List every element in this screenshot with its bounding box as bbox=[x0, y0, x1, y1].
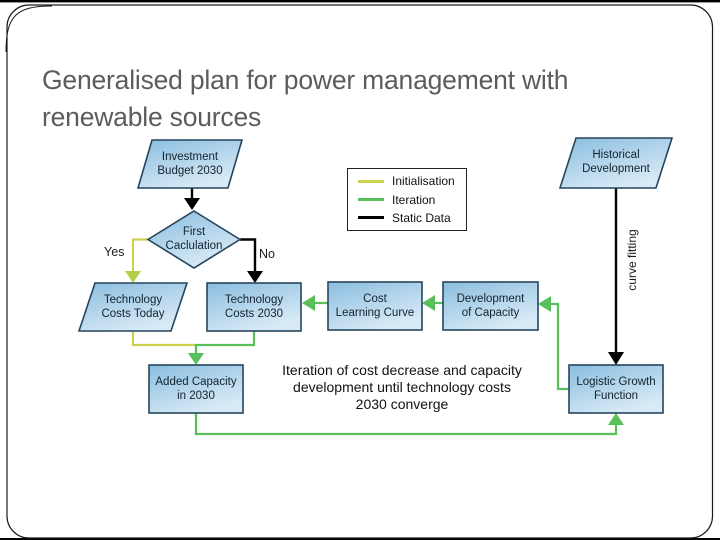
legend: Initialisation Iteration Static Data bbox=[347, 168, 467, 231]
static-data-arrowheads bbox=[184, 198, 624, 365]
slide-title-line1: Generalised plan for power management wi… bbox=[42, 65, 569, 95]
cost-learning-curve-label: Cost Learning Curve bbox=[335, 293, 415, 319]
iteration-annotation: Iteration of cost decrease and capacity … bbox=[282, 362, 522, 412]
legend-label: Initialisation bbox=[392, 174, 455, 189]
legend-item-static-data: Static Data bbox=[348, 211, 466, 225]
static-data-connectors bbox=[190, 188, 618, 353]
static-data-line-icon bbox=[358, 216, 384, 220]
historical-development-label: Historical Development bbox=[582, 149, 650, 175]
slide-title: Generalised plan for power management wi… bbox=[42, 62, 682, 136]
development-capacity-shape bbox=[442, 281, 539, 331]
added-capacity-shape bbox=[148, 364, 244, 414]
first-calculation-shape bbox=[146, 210, 242, 269]
no-edge-label: No bbox=[259, 247, 275, 261]
legend-label: Iteration bbox=[392, 192, 436, 207]
iteration-line-icon bbox=[358, 198, 384, 201]
cost-learning-curve-shape bbox=[327, 281, 423, 331]
tech-costs-2030-shape bbox=[206, 282, 302, 332]
initialisation-arrowhead bbox=[125, 271, 141, 283]
first-calculation-label: First Caclulation bbox=[165, 226, 223, 252]
initialisation-connectors bbox=[131, 238, 196, 347]
investment-budget-label: Investment Budget 2030 bbox=[157, 151, 223, 177]
curve-fitting-label: curve fitting bbox=[625, 229, 639, 291]
initialisation-line-icon bbox=[358, 179, 384, 183]
legend-item-initialisation: Initialisation bbox=[348, 174, 466, 188]
slide-title-line2: renewable sources bbox=[42, 102, 262, 132]
legend-label: Static Data bbox=[392, 210, 451, 225]
legend-item-iteration: Iteration bbox=[348, 193, 466, 207]
historical-development-shape bbox=[558, 137, 674, 189]
flowchart-nodes bbox=[77, 137, 674, 414]
tech-costs-today-label: Technology Costs Today bbox=[101, 294, 165, 320]
development-capacity-label: Development of Capacity bbox=[456, 293, 525, 319]
yes-edge-label: Yes bbox=[104, 245, 125, 259]
logistic-growth-shape bbox=[568, 364, 664, 414]
added-capacity-label: Added Capacity in 2030 bbox=[155, 376, 237, 402]
iteration-arrowheads bbox=[188, 295, 624, 425]
iteration-connectors bbox=[194, 301, 618, 436]
logistic-growth-label: Logistic Growth Function bbox=[576, 376, 656, 402]
tech-costs-2030-label: Technology Costs 2030 bbox=[224, 294, 284, 320]
investment-budget-shape bbox=[136, 139, 244, 189]
tech-costs-today-shape bbox=[77, 282, 189, 332]
